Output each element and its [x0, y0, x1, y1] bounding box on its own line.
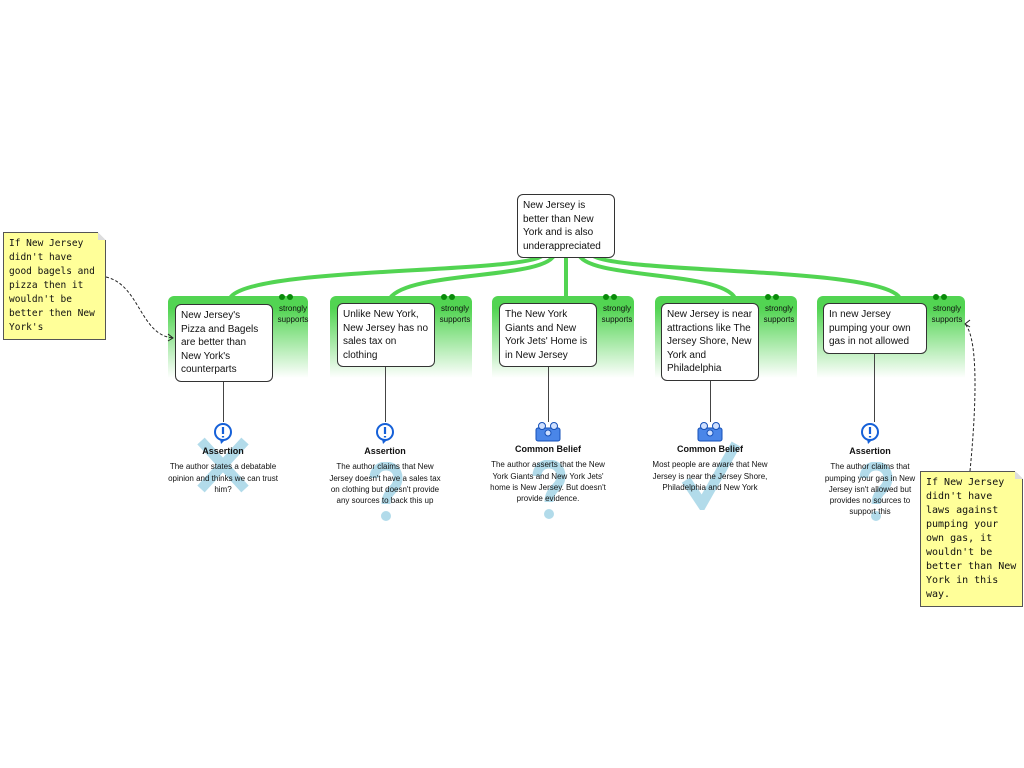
evidence-description: The author claims that New Jersey doesn'… [329, 462, 441, 506]
question-icon [369, 462, 403, 521]
evidence-type: Assertion [202, 446, 244, 456]
support-link [388, 252, 557, 300]
strength-label: strongly supports [439, 304, 471, 324]
evidence-description: The author asserts that the New York Gia… [490, 460, 606, 504]
reason-box[interactable]: New Jersey is near attractions like The … [661, 303, 759, 381]
strength-dots [441, 287, 457, 300]
evidence-description: Most people are aware that New Jersey is… [652, 460, 768, 492]
strength-label: strongly supports [601, 304, 633, 324]
support-link [576, 251, 737, 300]
evidence[interactable]: Common Belief Most people are aware that… [650, 420, 770, 493]
assertion-icon [376, 423, 394, 444]
strength-dots [765, 287, 781, 300]
reason-box[interactable]: Unlike New York, New Jersey has no sales… [337, 303, 435, 367]
assertion-icon [861, 423, 879, 444]
evidence-description: The author claims that pumping your gas … [824, 462, 916, 517]
strength-label: strongly supports [763, 304, 795, 324]
check-icon [681, 441, 740, 510]
question-icon [532, 460, 566, 519]
reason-box[interactable]: The New York Giants and New York Jets' H… [499, 303, 597, 367]
strength-label: strongly supports [277, 304, 309, 324]
evidence-type: Common Belief [676, 444, 743, 454]
assertion-icon [214, 423, 232, 444]
support-link [588, 251, 902, 300]
evidence[interactable]: Assertion The author claims that New Jer… [325, 422, 445, 506]
note-link [105, 276, 174, 339]
cross-icon [197, 437, 249, 493]
reason-box[interactable]: New Jersey's Pizza and Bagels are better… [175, 304, 273, 382]
support-link [228, 251, 547, 300]
evidence[interactable]: Assertion The author states a debatable … [163, 422, 283, 495]
reason-box[interactable]: In new Jersey pumping your own gas in no… [823, 303, 927, 354]
evidence-type: Assertion [364, 446, 406, 456]
evidence-description: The author states a debatable opinion an… [168, 462, 278, 494]
note-link [964, 323, 976, 472]
question-icon [859, 462, 893, 521]
evidence[interactable]: Common Belief The author asserts that th… [488, 420, 608, 504]
evidence[interactable]: Assertion The author claims that pumping… [824, 422, 916, 518]
main-claim[interactable]: New Jersey is better than New York and i… [517, 194, 615, 258]
strength-label: strongly supports [931, 304, 963, 324]
common-belief-icon [535, 422, 561, 442]
evidence-type: Common Belief [514, 444, 581, 454]
strength-dots [279, 287, 295, 300]
strength-dots [933, 287, 949, 300]
note[interactable]: If New Jersey didn't have laws against p… [920, 471, 1023, 607]
evidence-type: Assertion [849, 446, 891, 456]
note[interactable]: If New Jersey didn't have good bagels an… [3, 232, 106, 340]
strength-dots [603, 287, 619, 300]
common-belief-icon [697, 422, 723, 442]
